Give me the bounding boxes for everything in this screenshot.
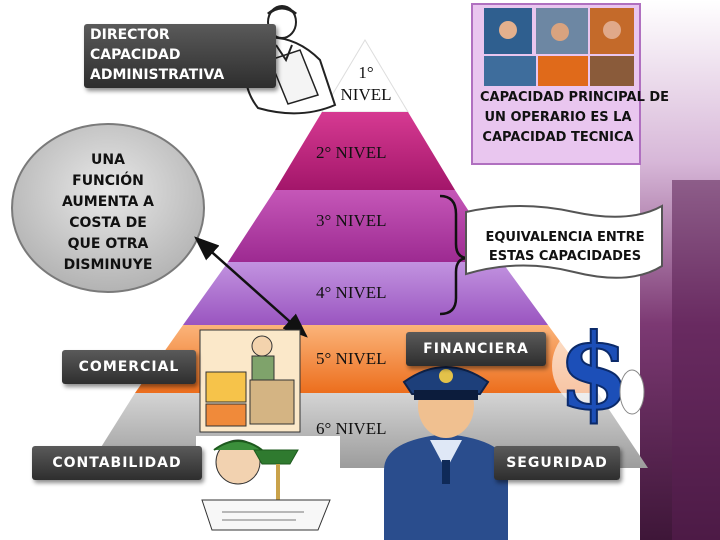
- operator-line-2: UN OPERARIO ES LA: [480, 108, 636, 128]
- financiera-label: FINANCIERA: [406, 332, 546, 366]
- operator-line-1: CAPACIDAD PRINCIPAL DE: [480, 88, 636, 108]
- comercial-label: COMERCIAL: [62, 350, 196, 384]
- level-1-label: 1° NIVEL: [326, 62, 406, 106]
- svg-text:$: $: [558, 310, 630, 433]
- contabilidad-label: CONTABILIDAD: [32, 446, 202, 480]
- callout-line-2: FUNCIÓN: [28, 171, 188, 192]
- callout-text: UNA FUNCIÓN AUMENTA A COSTA DE QUE OTRA …: [28, 150, 188, 276]
- callout-line-6: DISMINUYE: [28, 255, 188, 276]
- director-line-3: ADMINISTRATIVA: [90, 65, 270, 85]
- dollar-sign-clipart: $: [552, 310, 644, 433]
- side-band-dark: [672, 180, 720, 540]
- equivalence-text: EQUIVALENCIA ENTRE ESTAS CAPACIDADES: [468, 228, 662, 266]
- director-line-2: CAPACIDAD: [90, 45, 270, 65]
- equivalence-line-2: ESTAS CAPACIDADES: [468, 247, 662, 266]
- operator-line-3: CAPACIDAD TECNICA: [480, 128, 636, 148]
- level-4-label: 4° NIVEL: [316, 283, 387, 303]
- level-6-label: 6° NIVEL: [316, 419, 387, 439]
- financiera-tag: FINANCIERA: [406, 332, 546, 366]
- callout-line-5: QUE OTRA: [28, 234, 188, 255]
- operator-capacity-text: CAPACIDAD PRINCIPAL DE UN OPERARIO ES LA…: [480, 88, 636, 148]
- seguridad-tag: SEGURIDAD: [494, 446, 620, 480]
- comercial-tag: COMERCIAL: [62, 350, 196, 384]
- equivalence-line-1: EQUIVALENCIA ENTRE: [468, 228, 662, 247]
- director-box: DIRECTOR CAPACIDAD ADMINISTRATIVA: [84, 24, 276, 88]
- callout-line-3: AUMENTA A: [28, 192, 188, 213]
- callout-line-1: UNA: [28, 150, 188, 171]
- seguridad-label: SEGURIDAD: [494, 446, 620, 480]
- director-line-1: DIRECTOR: [90, 25, 270, 45]
- callout-line-4: COSTA DE: [28, 213, 188, 234]
- vendor-clipart: [200, 330, 300, 432]
- level-3-label: 3° NIVEL: [316, 211, 387, 231]
- contabilidad-tag: CONTABILIDAD: [32, 446, 202, 480]
- level-2-label: 2° NIVEL: [316, 143, 387, 163]
- level-5-label: 5° NIVEL: [316, 349, 387, 369]
- accountant-clipart: [196, 436, 340, 540]
